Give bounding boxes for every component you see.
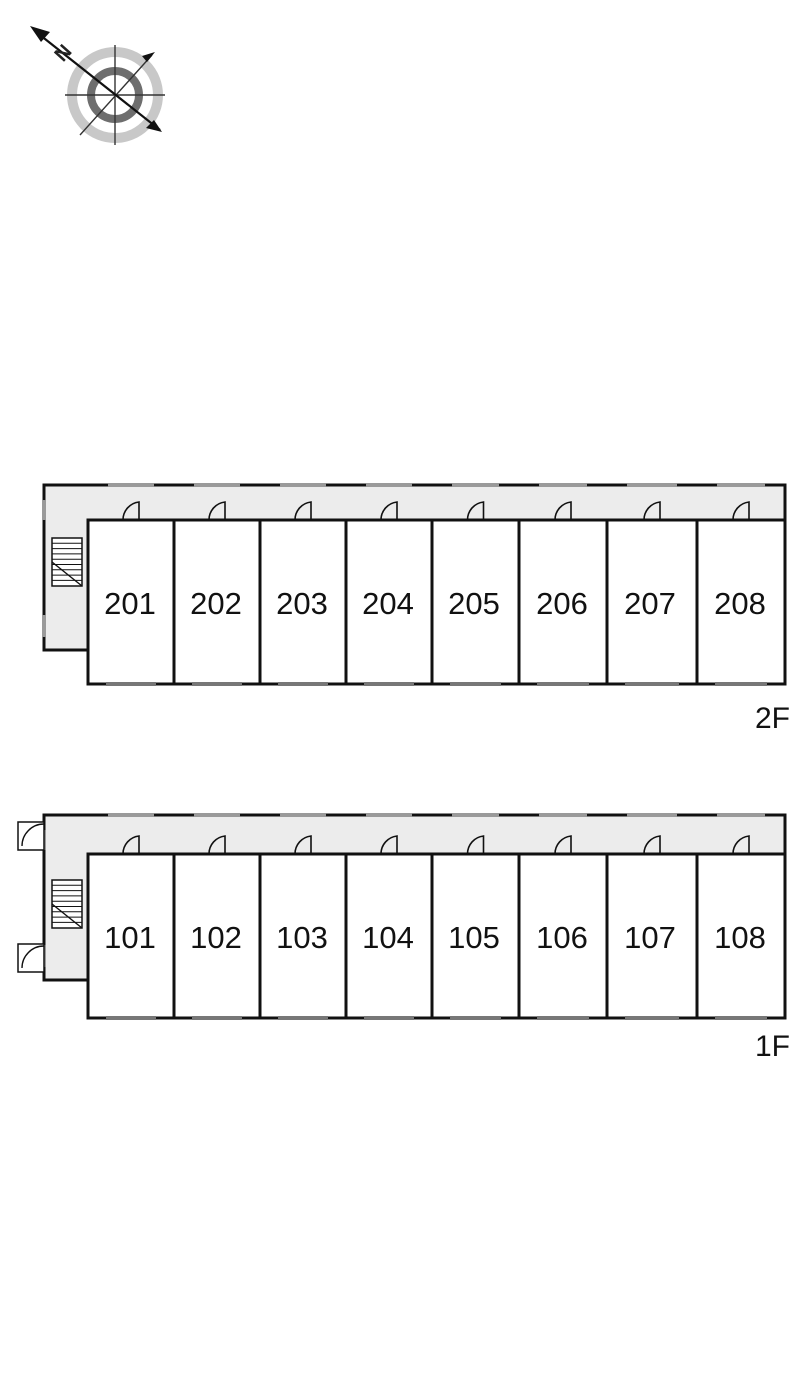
door-icon [122, 835, 140, 855]
room-number-label: 202 [190, 586, 242, 621]
room-number-label: 107 [624, 920, 676, 955]
entrance-door-icon [17, 821, 45, 851]
room-203 [258, 518, 348, 686]
door-icon [294, 501, 312, 521]
door-icon [466, 835, 485, 855]
entrance-door-icon [17, 943, 45, 973]
room-number-label: 105 [448, 920, 500, 955]
door-icon [643, 835, 661, 855]
door-icon [643, 501, 661, 521]
room-207 [605, 518, 699, 686]
floor-plan: 201 202 203 204 205 206 207 208 2F [42, 483, 790, 735]
compass-rose-icon: N [30, 26, 165, 145]
floor-label: 1F [755, 1030, 790, 1063]
room-number-label: 205 [448, 586, 500, 621]
north-label: N [50, 41, 76, 66]
door-icon [554, 835, 572, 855]
room-208 [695, 518, 787, 686]
room-number-label: 201 [104, 586, 156, 621]
room-204 [344, 518, 434, 686]
room-206 [517, 518, 609, 686]
door-icon [380, 835, 398, 855]
staircase-icon [51, 879, 83, 929]
door-icon [732, 501, 750, 521]
door-icon [208, 501, 226, 521]
room-number-label: 106 [536, 920, 588, 955]
door-icon [294, 835, 312, 855]
room-number-label: 204 [362, 586, 414, 621]
door-icon [122, 501, 140, 521]
room-number-label: 102 [190, 920, 242, 955]
room-number-label: 208 [714, 586, 766, 621]
room-107 [605, 852, 699, 1020]
door-icon [208, 835, 226, 855]
room-number-label: 207 [624, 586, 676, 621]
door-icon [466, 501, 485, 521]
room-number-label: 206 [536, 586, 588, 621]
room-108 [695, 852, 787, 1020]
door-icon [554, 501, 572, 521]
room-106 [517, 852, 609, 1020]
staircase-icon [51, 537, 83, 587]
room-number-label: 108 [714, 920, 766, 955]
floor-label: 2F [755, 702, 790, 735]
room-number-label: 103 [276, 920, 328, 955]
door-icon [732, 835, 750, 855]
room-number-label: 101 [104, 920, 156, 955]
door-icon [380, 501, 398, 521]
room-number-label: 203 [276, 586, 328, 621]
room-105 [430, 852, 521, 1020]
room-number-label: 104 [362, 920, 414, 955]
floor-plan: 101 102 103 104 105 106 107 108 1F [17, 813, 790, 1063]
